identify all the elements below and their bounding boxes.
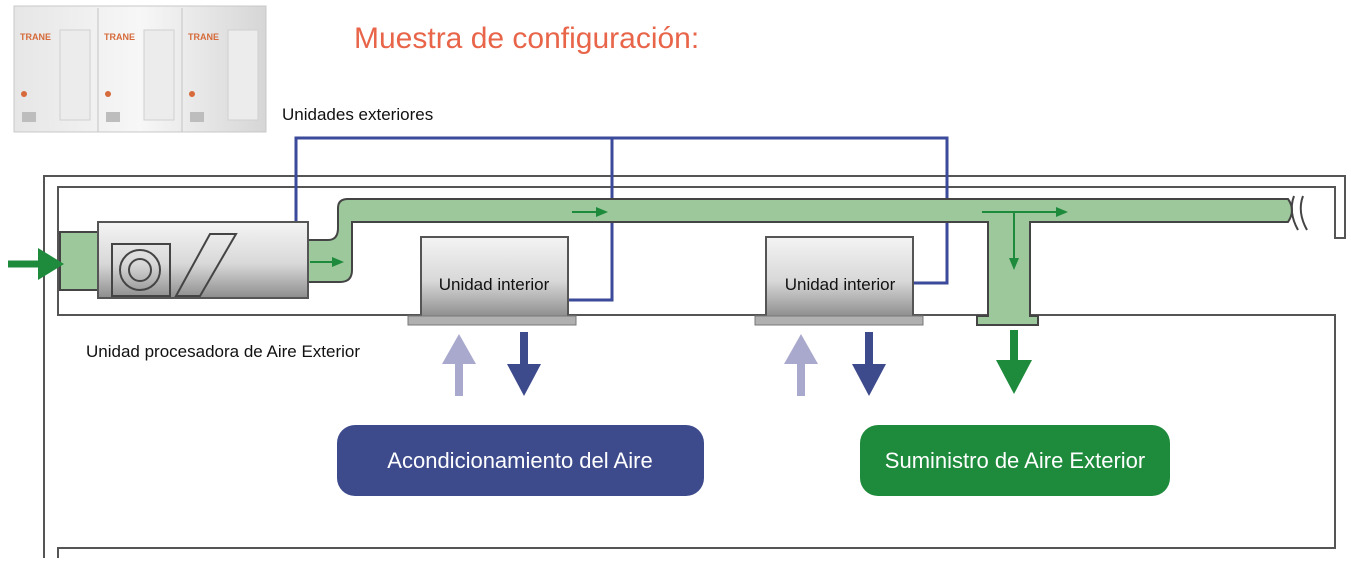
brand-logo-2: TRANE: [104, 32, 135, 42]
outdoor-supply-badge-label: Suministro de Aire Exterior: [885, 448, 1145, 473]
fan-icon: [111, 243, 171, 297]
outdoor-units-label: Unidades exteriores: [282, 105, 433, 124]
brand-logo-3: TRANE: [188, 32, 219, 42]
unit-panel: [106, 112, 120, 122]
diagram-title: Muestra de configuración:: [354, 22, 699, 55]
unit-panel: [190, 112, 204, 122]
unit-indicator: [189, 91, 195, 97]
refrigerant-lines: [294, 136, 949, 302]
outdoor-units: TRANE TRANE TRANE: [13, 5, 267, 133]
conditioning-badge: Acondicionamiento del Aire: [337, 425, 704, 496]
indoor-unit-label: Unidad interior: [439, 275, 550, 294]
indoor-unit-label: Unidad interior: [785, 275, 896, 294]
indoor-unit-2: Unidad interior: [754, 236, 924, 326]
unit-panel: [22, 112, 36, 122]
outdoor-unit-grille: [59, 29, 259, 121]
conditioning-badge-label: Acondicionamiento del Aire: [387, 448, 652, 473]
air-processor-label: Unidad procesadora de Aire Exterior: [86, 342, 360, 361]
brand-logo-1: TRANE: [20, 32, 51, 42]
air-processing-unit: [97, 221, 309, 299]
duct-flow-arrows: [8, 207, 1068, 394]
outdoor-supply-badge: Suministro de Aire Exterior: [860, 425, 1170, 496]
unit-indicator: [21, 91, 27, 97]
unit-indicator: [105, 91, 111, 97]
filter-icon: [174, 233, 238, 297]
air-flow-arrows: [442, 332, 886, 396]
indoor-unit-1: Unidad interior: [407, 236, 577, 326]
duct-break-icon: [1290, 195, 1308, 231]
building-outline: [43, 175, 1346, 558]
